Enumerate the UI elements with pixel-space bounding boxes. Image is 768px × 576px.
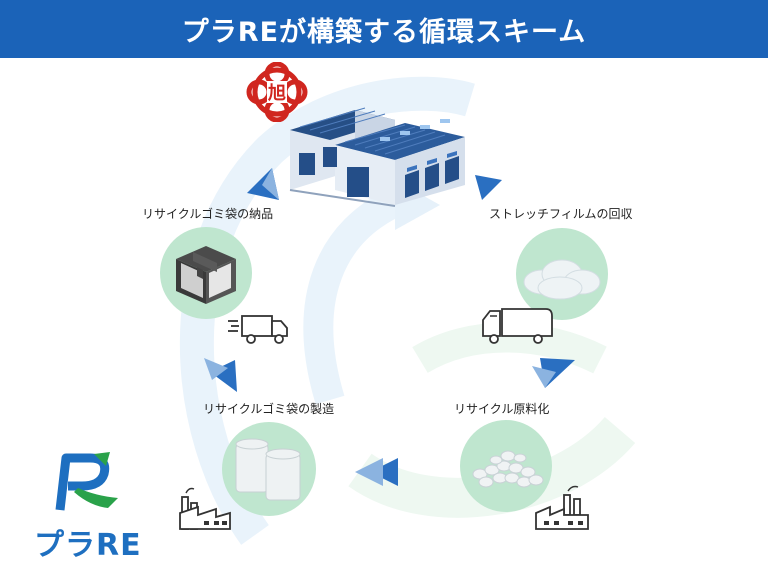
arrow-to-delivery — [210, 360, 237, 392]
factory-icon-right — [535, 485, 589, 530]
label-collection: ストレッチフィルムの回収 — [489, 207, 633, 221]
factory-icon-left — [179, 487, 231, 530]
label-manufacture: リサイクルゴミ袋の製造 — [203, 402, 335, 416]
page-title: プラREが構築する循環スキーム — [0, 0, 768, 58]
arrow-to-manufacture — [370, 458, 398, 486]
garbage-truck-icon — [482, 308, 553, 344]
pellets-icon — [472, 450, 544, 488]
delivery-truck-icon — [228, 315, 288, 344]
svg-text:旭: 旭 — [267, 82, 286, 103]
arrow-to-collection — [475, 175, 502, 200]
label-raw-material: リサイクル原料化 — [454, 402, 550, 416]
label-delivery: リサイクルゴミ袋の納品 — [142, 207, 274, 221]
plare-logo-text: プラRE — [34, 528, 142, 563]
box-icon — [176, 246, 236, 304]
warehouse-icon — [289, 107, 465, 207]
company-seal-icon: 旭 — [246, 62, 308, 122]
plare-logo-icon — [55, 452, 118, 511]
bag-rolls-icon — [235, 438, 301, 501]
film-rolls-icon — [523, 259, 601, 300]
